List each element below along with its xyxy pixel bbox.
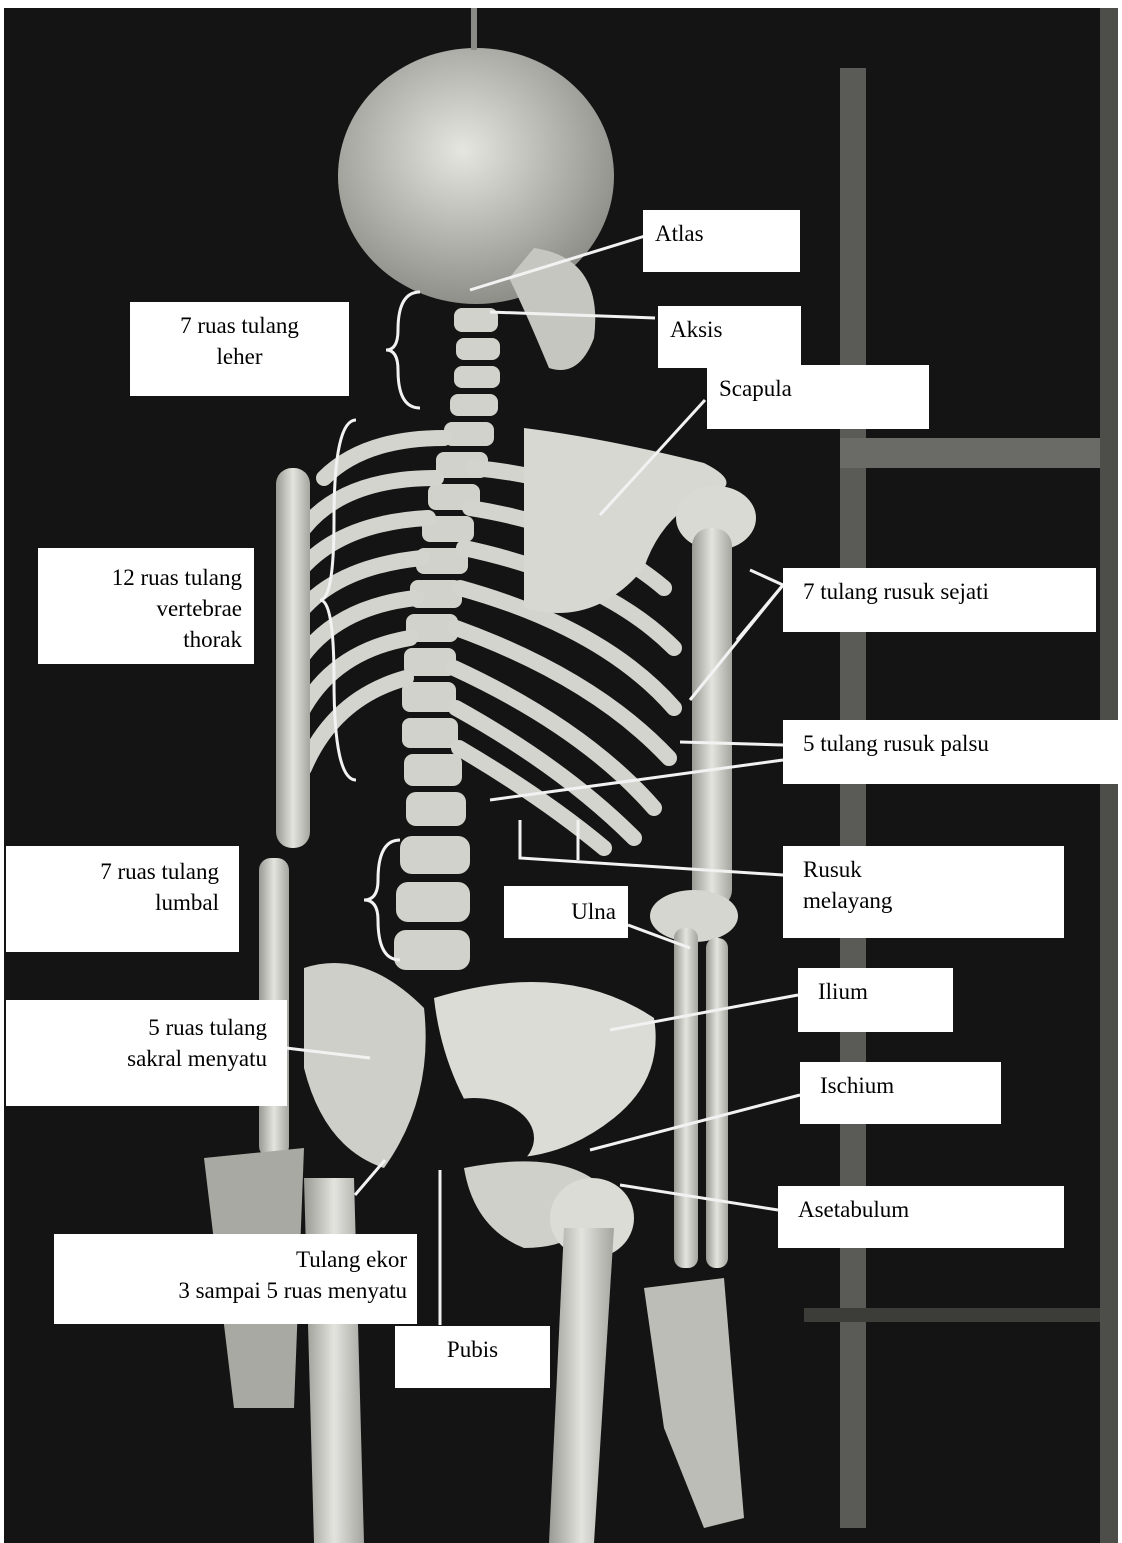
label-5-ruas-tulang-sakral: 5 ruas tulang sakral menyatu [6, 1000, 287, 1106]
label-ulna: Ulna [504, 886, 628, 938]
label-atlas: Atlas [643, 210, 800, 272]
leader-ekor [355, 1160, 385, 1195]
leader-rusuk-palsu-b [490, 760, 783, 800]
label-asetabulum: Asetabulum [778, 1186, 1064, 1248]
leader-rusuk-sejati-b [750, 570, 783, 585]
bracket-leher [386, 292, 420, 408]
leader-aksis [490, 312, 655, 318]
leader-atlas [470, 236, 645, 290]
leader-rusuk-sejati-c [737, 585, 783, 640]
leader-ischium [590, 1095, 800, 1150]
label-scapula: Scapula [707, 365, 929, 429]
label-ilium: Ilium [798, 968, 953, 1032]
label-12-ruas-tulang-thorak: 12 ruas tulang vertebrae thorak [38, 548, 254, 664]
label-tulang-ekor: Tulang ekor 3 sampai 5 ruas menyatu [54, 1234, 417, 1324]
label-7-ruas-tulang-leher: 7 ruas tulang leher [130, 302, 349, 396]
label-5-tulang-rusuk-palsu: 5 tulang rusuk palsu [783, 720, 1122, 784]
leader-sakral [286, 1048, 370, 1058]
label-aksis: Aksis [658, 306, 801, 368]
bracket-lumbal [364, 840, 400, 960]
label-rusuk-melayang: Rusuk melayang [783, 846, 1064, 938]
leader-scapula [600, 400, 705, 515]
label-ischium: Ischium [800, 1062, 1001, 1124]
bracket-thorak [320, 420, 356, 780]
label-pubis: Pubis [395, 1326, 550, 1388]
label-7-ruas-tulang-lumbal: 7 ruas tulang lumbal [6, 846, 239, 952]
label-7-tulang-rusuk-sejati: 7 tulang rusuk sejati [783, 568, 1096, 632]
leader-ulna [628, 925, 690, 948]
leader-rusuk-palsu-a [680, 742, 783, 745]
leader-ilium [610, 995, 798, 1030]
leader-asetabulum [620, 1185, 778, 1210]
leader-rusuk-melayang-a [520, 820, 783, 875]
